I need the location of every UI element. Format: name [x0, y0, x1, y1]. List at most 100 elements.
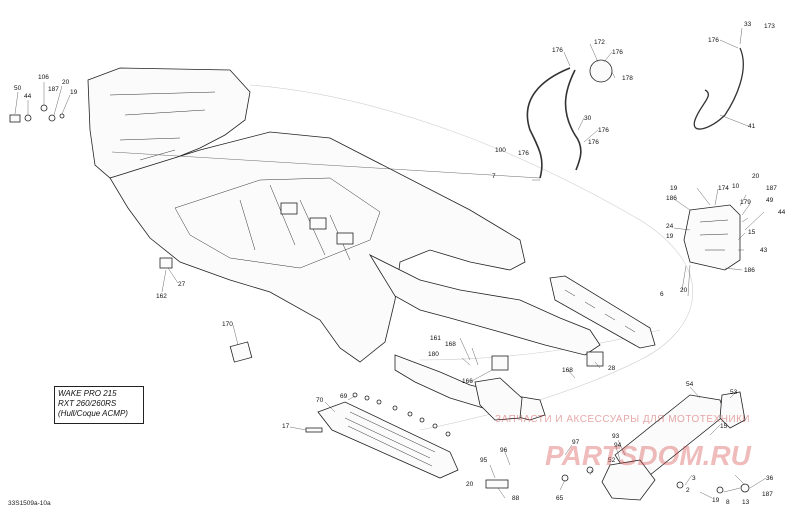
vent-hose-a — [526, 67, 571, 179]
drain-cable — [693, 47, 744, 130]
callout: 172 — [594, 39, 605, 46]
callout: 13 — [742, 499, 750, 506]
callout: 20 — [680, 287, 688, 294]
callout: 170 — [222, 321, 233, 328]
hull-pocket-2 — [309, 217, 327, 230]
hull-liner-inner — [174, 177, 381, 269]
callout: 93 — [612, 433, 620, 440]
strap-88 — [485, 479, 509, 489]
callout: 176 — [708, 37, 719, 44]
callout: 88 — [512, 495, 520, 502]
fastener-row — [352, 392, 451, 437]
fastener-lower — [305, 427, 750, 494]
callout: 20 — [466, 481, 474, 488]
callout: 53 — [730, 389, 738, 396]
callout: 187 — [766, 185, 777, 192]
callout: 19 — [666, 233, 674, 240]
callout: 15 — [720, 423, 728, 430]
washer-44 — [24, 114, 32, 122]
callout: 44 — [24, 93, 32, 100]
callout: 166 — [462, 378, 473, 385]
callout: 52 — [608, 457, 616, 464]
nut-19 — [59, 113, 65, 119]
rear-fitting — [719, 391, 746, 429]
callout: 27 — [178, 281, 186, 288]
leader-lines — [14, 27, 767, 499]
rear-step-plate — [601, 459, 656, 501]
bolt-17 — [305, 427, 323, 433]
callout: 69 — [340, 393, 348, 400]
callout: 19 — [670, 185, 678, 192]
vent-hose-b — [564, 69, 582, 171]
bracket-center — [474, 377, 523, 421]
callout: 2 — [686, 487, 690, 494]
model-line-1: WAKE PRO 215 — [58, 389, 117, 398]
hull-pocket-1 — [280, 202, 298, 215]
bolt-50 — [9, 114, 21, 123]
watermark-tagline: ЗАПЧАСТИ И АКСЕССУАРЫ ДЛЯ МОТОТЕХНИКИ — [495, 414, 751, 425]
rear-frame-rail — [368, 254, 601, 356]
seat-tray — [87, 67, 251, 179]
callout: 10 — [732, 183, 740, 190]
callout: 7 — [492, 173, 496, 180]
nut-187 — [48, 114, 56, 122]
callout: 43 — [760, 247, 768, 254]
callout: 19 — [70, 89, 78, 96]
callout: 168 — [445, 341, 456, 348]
vent-grille-slots — [344, 411, 436, 467]
callout: 162 — [156, 293, 167, 300]
callout: 179 — [740, 199, 751, 206]
callout: 94 — [614, 442, 622, 449]
callout: 24 — [666, 223, 674, 230]
model-applicability-box: WAKE PRO 215 RXT 260/260RS (Hull/Coque A… — [54, 386, 144, 424]
model-line-2: RXT 260/260RS — [58, 399, 117, 408]
callout: 20 — [752, 173, 760, 180]
callout: 174 — [718, 185, 729, 192]
watermark-brand: PARTSDOM.RU — [545, 440, 751, 471]
washer-106 — [40, 104, 48, 112]
callout: 176 — [552, 47, 563, 54]
model-line-3: (Hull/Coque ACMP) — [58, 409, 128, 418]
bumper-166 — [491, 355, 509, 371]
clip-27 — [159, 257, 173, 269]
callout: 3 — [692, 475, 696, 482]
callout: 44 — [778, 209, 786, 216]
callout: 176 — [588, 139, 599, 146]
callout: 70 — [316, 397, 324, 404]
callout: 54 — [686, 381, 694, 388]
callout: 176 — [598, 127, 609, 134]
seat-latch-bar-holes — [564, 289, 636, 333]
callout: 100 — [495, 147, 506, 154]
seat-tray-detail — [109, 91, 216, 161]
callout: 168 — [562, 367, 573, 374]
clip-28 — [586, 351, 604, 367]
callout: 50 — [14, 85, 22, 92]
callout: 187 — [762, 491, 773, 498]
document-code: 33S1509a-10a — [8, 500, 51, 507]
callout: 30 — [584, 115, 592, 122]
callout: 97 — [572, 439, 580, 446]
callout: 187 — [48, 86, 59, 93]
callout: 6 — [660, 291, 664, 298]
seat-latch-bar — [549, 275, 656, 349]
callout: 8 — [726, 499, 730, 506]
callout: 33 — [744, 21, 752, 28]
callout: 106 — [38, 74, 49, 81]
callout: 173 — [764, 23, 775, 30]
hull-liner — [109, 131, 526, 363]
hull-pocket-3 — [336, 232, 354, 245]
callout: 178 — [622, 75, 633, 82]
callout: 41 — [748, 123, 756, 130]
callout: 65 — [556, 495, 564, 502]
vent-grille — [317, 401, 459, 479]
callout: 186 — [744, 267, 755, 274]
callout: 36 — [766, 475, 774, 482]
callout: 186 — [666, 195, 677, 202]
callout: 176 — [612, 49, 623, 56]
bracket-assembly-detail — [699, 219, 729, 251]
callout: 19 — [712, 497, 720, 504]
callout: 15 — [748, 229, 756, 236]
callout: 28 — [608, 365, 616, 372]
callout: 49 — [766, 197, 774, 204]
